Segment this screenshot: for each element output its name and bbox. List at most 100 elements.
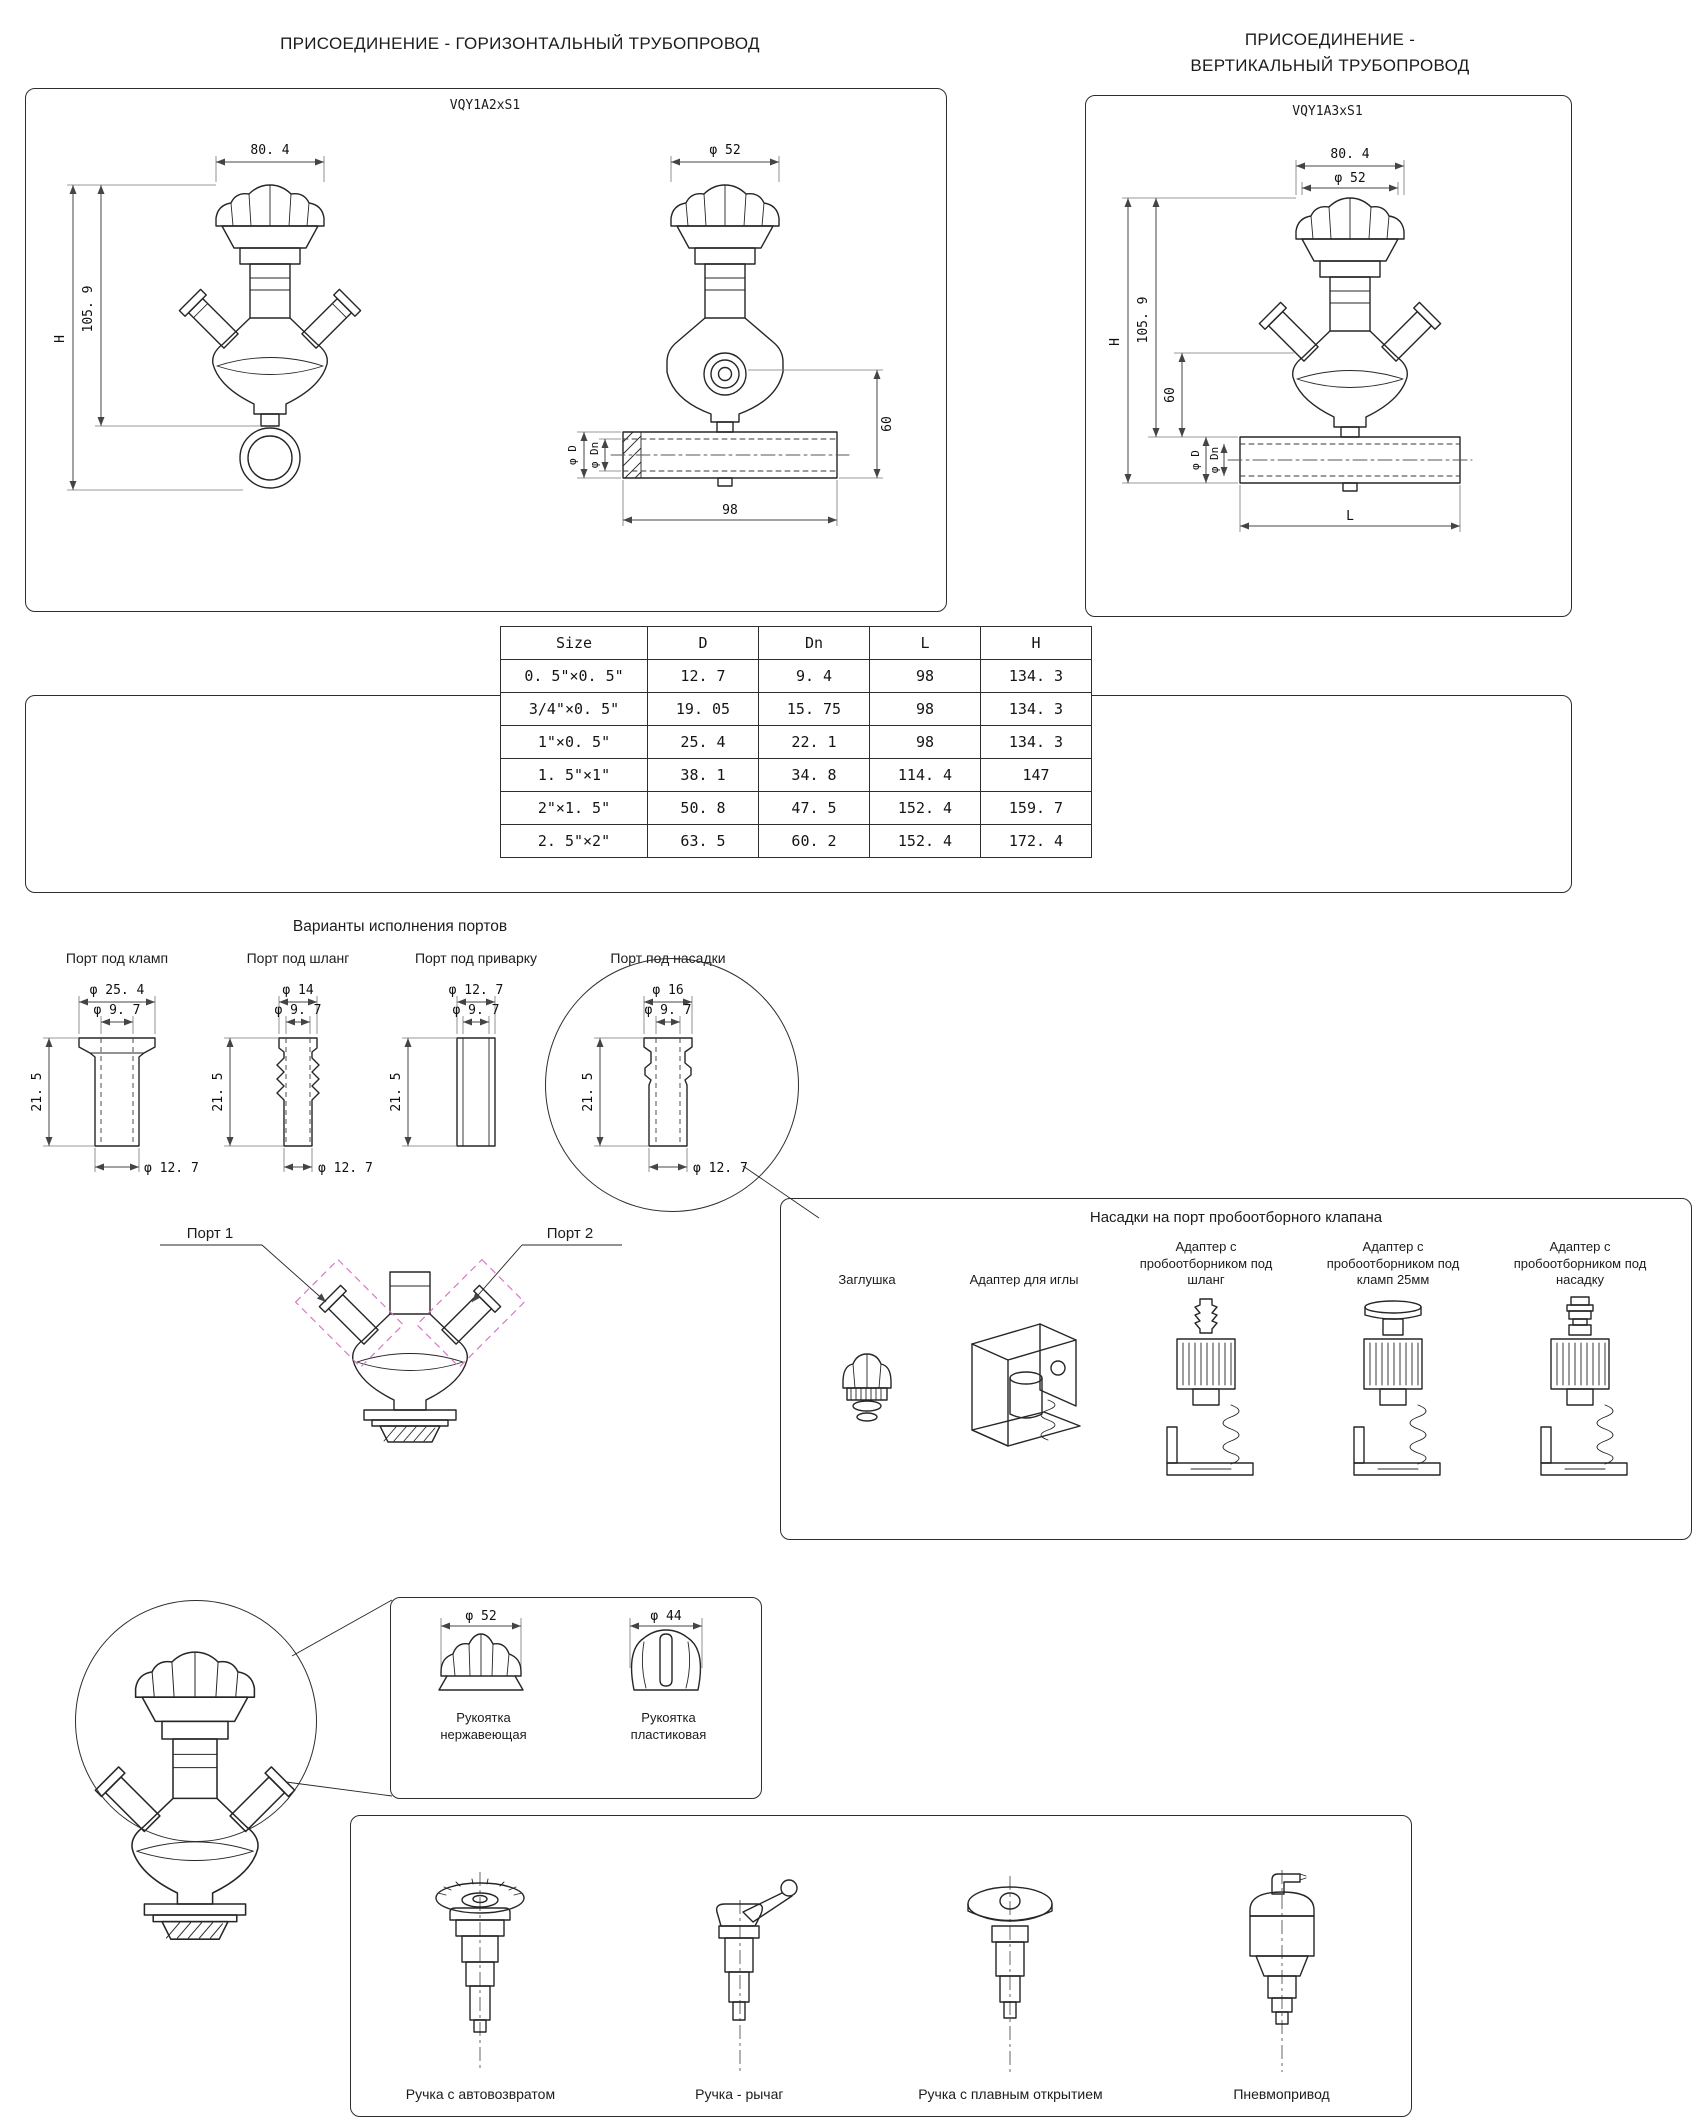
dim-phi52: φ 52	[709, 143, 740, 158]
handle-steel-label-2: нержавеющая	[440, 1726, 527, 1742]
valve-side-drawing-horizontal: φ 52 60 φ D φ Dn 98	[566, 143, 895, 526]
dim-phiD-v: φ D	[1189, 450, 1202, 470]
handles-panel: φ 52 Рукоятка нержавеющая φ 44	[390, 1597, 762, 1799]
model-code-vertical: VQY1A3xS1	[1292, 104, 1363, 119]
actuator-label: Ручка с плавным открытием	[918, 2086, 1103, 2102]
dim-L: L	[1346, 509, 1354, 524]
adapters-title: Насадки на порт пробоотборного клапана	[1089, 1209, 1383, 1226]
adapter-label: Заглушка	[838, 1271, 896, 1287]
dim-port-d1: φ 25. 4	[90, 983, 145, 998]
actuator-pneumatic-drawing	[1248, 1870, 1315, 2072]
dim-phi52-v: φ 52	[1334, 171, 1365, 186]
adapter-label: Адаптер с пробоотборником под насадку	[1513, 1239, 1647, 1287]
dim-phi44-handle: φ 44	[650, 1610, 681, 1624]
dim-port-d3: φ 12. 7	[318, 1161, 373, 1176]
dim-phiD: φ D	[566, 445, 579, 465]
col-header-size: Size	[500, 626, 648, 660]
col-header-d: D	[647, 626, 759, 660]
dim-105-9-v: 105. 9	[1136, 297, 1151, 344]
dim-80-4: 80. 4	[250, 143, 289, 158]
dim-port-d3: φ 12. 7	[144, 1161, 199, 1176]
port-nozzle-zoom-circle	[545, 958, 799, 1212]
ports-location-diagram: Порт 1 Порт 2	[160, 1225, 622, 1443]
section-title-vertical-line1: ПРИСОЕДИНЕНИЕ -	[1244, 30, 1416, 49]
handle-plastic-label-2: пластиковая	[630, 1726, 707, 1742]
port2-label: Порт 2	[547, 1225, 594, 1242]
dim-105-9: 105. 9	[81, 286, 96, 333]
dim-phiDn-v: φ Dn	[1208, 447, 1221, 474]
port-label-clamp: Порт под кламп	[65, 950, 169, 966]
adapter-plug-drawing	[842, 1352, 892, 1422]
port-hose-drawing: φ 14 φ 9. 7 21. 5 φ 12. 7	[211, 983, 373, 1176]
horizontal-connection-panel	[25, 88, 947, 612]
handle-steel-item: φ 52 Рукоятка нержавеющая	[409, 1610, 559, 1744]
dim-98: 98	[722, 503, 738, 518]
handle-plastic-item: φ 44 Рукоятка пластиковая	[594, 1610, 744, 1744]
actuator-item: Пневмопривод	[1202, 1868, 1362, 2102]
dim-H: H	[53, 335, 68, 343]
dim-80-4-v: 80. 4	[1330, 147, 1369, 162]
dim-port-d1: φ 12. 7	[449, 983, 504, 998]
handle-plastic-drawing: φ 44	[629, 1610, 702, 1691]
adapter-nozzle-drawing	[1540, 1295, 1628, 1476]
port-label-hose: Порт под шланг	[246, 950, 350, 966]
vertical-connection-panel	[1085, 95, 1572, 617]
dim-60: 60	[880, 416, 895, 432]
valve-front-drawing-horizontal: 80. 4 H 105. 9	[53, 143, 465, 491]
port1-label: Порт 1	[187, 1225, 234, 1242]
actuator-item: Ручка с плавным открытием	[918, 1868, 1103, 2102]
port-label-weld: Порт под приварку	[414, 950, 538, 966]
table-header-row: Size D Dn L H	[500, 626, 1092, 660]
adapter-label: Адаптер с пробоотборником под шланг	[1139, 1239, 1273, 1287]
actuators-panel: Ручка с автовозвратом Ручка - рычаг	[350, 1815, 1412, 2117]
zoom-connector-line	[742, 1165, 820, 1219]
dim-port-d2: φ 9. 7	[275, 1003, 322, 1018]
actuator-autoreturn-drawing	[435, 1872, 526, 2072]
adapter-item: Адаптер для иглы	[944, 1232, 1104, 1493]
handle-zoom-circle	[75, 1600, 317, 1842]
adapters-panel: Насадки на порт пробоотборного клапана З…	[780, 1198, 1692, 1540]
actuator-label: Ручка с автовозвратом	[405, 2086, 556, 2102]
dim-port-d2: φ 9. 7	[453, 1003, 500, 1018]
port-weld-drawing: φ 12. 7 φ 9. 7 21. 5	[389, 983, 504, 1147]
section-title-horizontal: ПРИСОЕДИНЕНИЕ - ГОРИЗОНТАЛЬНЫЙ ТРУБОПРОВ…	[280, 34, 760, 53]
adapter-item: Адаптер с пробоотборником под кламп 25мм	[1308, 1232, 1478, 1493]
adapter-hose-drawing	[1166, 1297, 1254, 1476]
adapter-item: Заглушка	[807, 1232, 927, 1493]
actuator-lever-drawing	[716, 1879, 799, 2072]
actuator-item: Ручка - рычаг	[659, 1868, 819, 2102]
ports-section-title: Варианты исполнения портов	[292, 918, 508, 935]
adapter-item: Адаптер с пробоотборником под шланг	[1121, 1232, 1291, 1493]
actuator-smoothopen-drawing	[967, 1876, 1054, 2072]
model-code-horizontal: VQY1A2xS1	[449, 98, 521, 113]
section-title-vertical-line2: ВЕРТИКАЛЬНЫЙ ТРУБОПРОВОД	[1190, 56, 1470, 75]
adapter-label: Адаптер с пробоотборником под кламп 25мм	[1326, 1239, 1460, 1287]
valve-front-drawing-vertical: 80. 4 φ 52 H 105. 9 60 φ D φ Dn L	[1108, 147, 1565, 532]
adapter-needle-drawing	[971, 1323, 1081, 1447]
adapter-label: Адаптер для иглы	[969, 1271, 1079, 1287]
dim-phiDn: φ Dn	[588, 442, 601, 469]
handle-zoom-leaders	[285, 1599, 393, 1797]
dim-port-h: 21. 5	[389, 1072, 404, 1111]
dim-phi52-handle: φ 52	[465, 1610, 496, 1624]
actuator-label: Пневмопривод	[1233, 2086, 1330, 2102]
handle-plastic-label-1: Рукоятка	[641, 1710, 696, 1725]
dim-port-d2: φ 9. 7	[94, 1003, 141, 1018]
port-clamp-drawing: φ 25. 4 φ 9. 7 21. 5 φ 12. 7	[30, 983, 199, 1176]
actuator-label: Ручка - рычаг	[695, 2086, 784, 2102]
col-header-dn: Dn	[758, 626, 870, 660]
handle-steel-label-1: Рукоятка	[456, 1710, 511, 1725]
handle-steel-drawing: φ 52	[437, 1610, 524, 1691]
dim-H-v: H	[1108, 338, 1123, 346]
dim-60-v: 60	[1163, 387, 1178, 403]
dim-port-d1: φ 14	[282, 983, 313, 998]
col-header-h: H	[980, 626, 1092, 660]
adapter-item: Адаптер с пробоотборником под насадку	[1495, 1232, 1665, 1493]
dim-port-h: 21. 5	[211, 1072, 226, 1111]
